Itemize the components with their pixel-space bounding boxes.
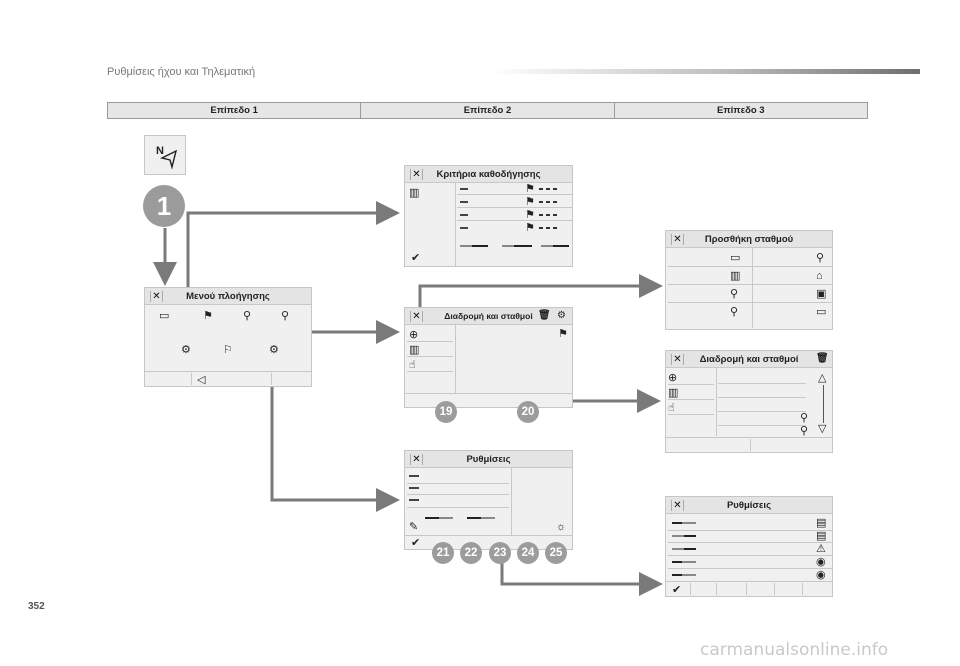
level-3-label: Επίπεδο 3 (717, 105, 765, 116)
step-badge: 1 (143, 185, 185, 227)
route-settings-icon[interactable]: ⚙ (557, 310, 566, 321)
add-icon[interactable]: ⊕ (668, 372, 678, 384)
close-icon[interactable]: ✕ (410, 169, 423, 180)
waypoint-icon: ⚲ (800, 425, 809, 437)
folder-icon[interactable]: ▭ (816, 306, 827, 318)
waypoint-icon: ⚲ (800, 412, 809, 424)
confirm-icon[interactable]: ✔ (411, 537, 421, 549)
confirm-icon[interactable]: ✔ (672, 584, 682, 596)
location-pin-icon[interactable]: ◉ (816, 556, 826, 568)
panel-title: Ρυθμίσεις (726, 500, 772, 511)
panel-title: Διαδρομή και σταθμοί (444, 311, 533, 321)
warning-icon[interactable]: ⚠ (816, 543, 826, 555)
nav-entry-button[interactable]: N (144, 135, 186, 175)
close-icon[interactable]: ✕ (671, 354, 684, 365)
close-icon[interactable]: ✕ (410, 311, 423, 322)
close-icon[interactable]: ✕ (671, 234, 684, 245)
watermark: carmanualsonline.info (700, 640, 889, 660)
add-icon[interactable]: ⊕ (409, 329, 419, 341)
flag-icon[interactable]: ⚑ (203, 310, 213, 322)
list-icon[interactable]: ▥ (730, 270, 741, 282)
levels-table-header: Επίπεδο 1 Επίπεδο 2 Επίπεδο 3 (107, 102, 868, 119)
level-2-label: Επίπεδο 2 (361, 103, 615, 118)
waypoint-icon[interactable]: ⚐ (223, 344, 233, 356)
close-icon[interactable]: ✕ (671, 500, 684, 511)
callout-19: 19 (435, 401, 457, 423)
arrow-to-settings-l3 (500, 562, 663, 596)
trash-icon[interactable]: 🗑 (538, 310, 551, 321)
callout-25: 25 (545, 542, 567, 564)
home-icon[interactable]: ⌂ (816, 270, 823, 282)
poi-display-icon[interactable]: ▤ (816, 530, 827, 542)
panel-title: Διαδρομή και σταθμοί (699, 354, 799, 365)
list-icon[interactable]: ▭ (159, 310, 170, 322)
navigate-icon[interactable]: ◁ (197, 374, 206, 386)
panel-title: Ρυθμίσεις (466, 454, 511, 465)
flag-icon: ⚑ (525, 196, 535, 208)
map-pin-icon[interactable]: ⚲ (730, 306, 739, 318)
flag-icon: ⚑ (525, 209, 535, 221)
flag-icon: ⚑ (558, 328, 568, 340)
move-down-icon[interactable]: ▽ (818, 423, 827, 435)
panel-navigation-menu: ✕ Μενού πλοήγησης ▭ ⚑ ⚲ ⚲ ⚙ ⚐ ⚙ ◁ (144, 287, 312, 387)
panel-add-stop: ✕ Προσθήκη σταθμού ▭ ⚲ ▥ ⌂ ⚲ ▣ ⚲ ▭ (665, 230, 833, 330)
location-pin-icon[interactable]: ◉ (816, 569, 826, 581)
level-1-label: Επίπεδο 1 (108, 103, 362, 118)
callout-24: 24 (517, 542, 539, 564)
day-night-icon[interactable]: ☼ (556, 521, 567, 533)
panel-guidance-criteria: ✕ Κριτήρια καθοδήγησης ▥ ⚑ ⚑ ⚑ ⚑ ✔ (404, 165, 573, 267)
route-settings-icon[interactable]: ⚙ (181, 344, 191, 356)
list-icon[interactable]: ▥ (409, 344, 420, 356)
panel-title: Προσθήκη σταθμού (704, 234, 794, 245)
close-icon[interactable]: ✕ (150, 291, 163, 302)
contacts-icon[interactable]: ▣ (816, 288, 827, 300)
navigation-icon: N (156, 145, 178, 170)
callout-23: 23 (489, 542, 511, 564)
person-poi-icon[interactable]: ⚲ (243, 310, 252, 322)
trash-icon[interactable]: 🗑 (816, 353, 829, 364)
svg-text:N: N (156, 145, 164, 157)
map-view-icon[interactable]: ▤ (816, 517, 827, 529)
panel-title: Κριτήρια καθοδήγησης (436, 169, 541, 180)
list-icon[interactable]: ▥ (409, 187, 420, 199)
panel-settings-l3: ✕ Ρυθμίσεις ▤ ▤ ⚠ ◉ ◉ ✔ (665, 496, 833, 597)
flag-icon: ⚑ (525, 183, 535, 195)
callout-22: 22 (460, 542, 482, 564)
move-up-icon[interactable]: △ (818, 372, 827, 384)
touch-icon[interactable]: ☝ (668, 402, 675, 414)
panel-route-stops-l3: ✕ Διαδρομή και σταθμοί 🗑 ⊕ ▥ ☝ △ ▽ ⚲ ⚲ (665, 350, 833, 453)
poi-icon[interactable]: ⚲ (730, 288, 739, 300)
edit-icon[interactable]: ✎ (409, 521, 419, 533)
close-icon[interactable]: ✕ (410, 454, 423, 465)
header-rule (490, 69, 920, 74)
touch-icon[interactable]: ☝ (409, 359, 416, 371)
panel-route-stops: ✕ Διαδρομή και σταθμοί 🗑 ⚙ ⊕ ▥ ☝ ⚑ (404, 307, 573, 408)
panel-title: Μενού πλοήγησης (186, 291, 270, 302)
callout-20: 20 (517, 401, 539, 423)
list-icon[interactable]: ▥ (668, 387, 679, 399)
page-header-title: Ρυθμίσεις ήχου και Τηλεματική (107, 66, 256, 78)
panel-settings-l2: ✕ Ρυθμίσεις ✎ ☼ ✔ (404, 450, 573, 550)
callout-21: 21 (432, 542, 454, 564)
arrow-to-criteria (186, 201, 400, 305)
confirm-icon[interactable]: ✔ (411, 252, 421, 264)
search-abc-icon[interactable]: ⚲ (281, 310, 290, 322)
contact-icon[interactable]: ⚲ (816, 252, 825, 264)
arrow-to-settings (270, 357, 400, 512)
list-icon[interactable]: ▭ (730, 252, 741, 264)
settings-gear-icon[interactable]: ⚙ (269, 344, 279, 356)
page-number: 352 (28, 601, 45, 612)
flag-icon: ⚑ (525, 222, 535, 234)
